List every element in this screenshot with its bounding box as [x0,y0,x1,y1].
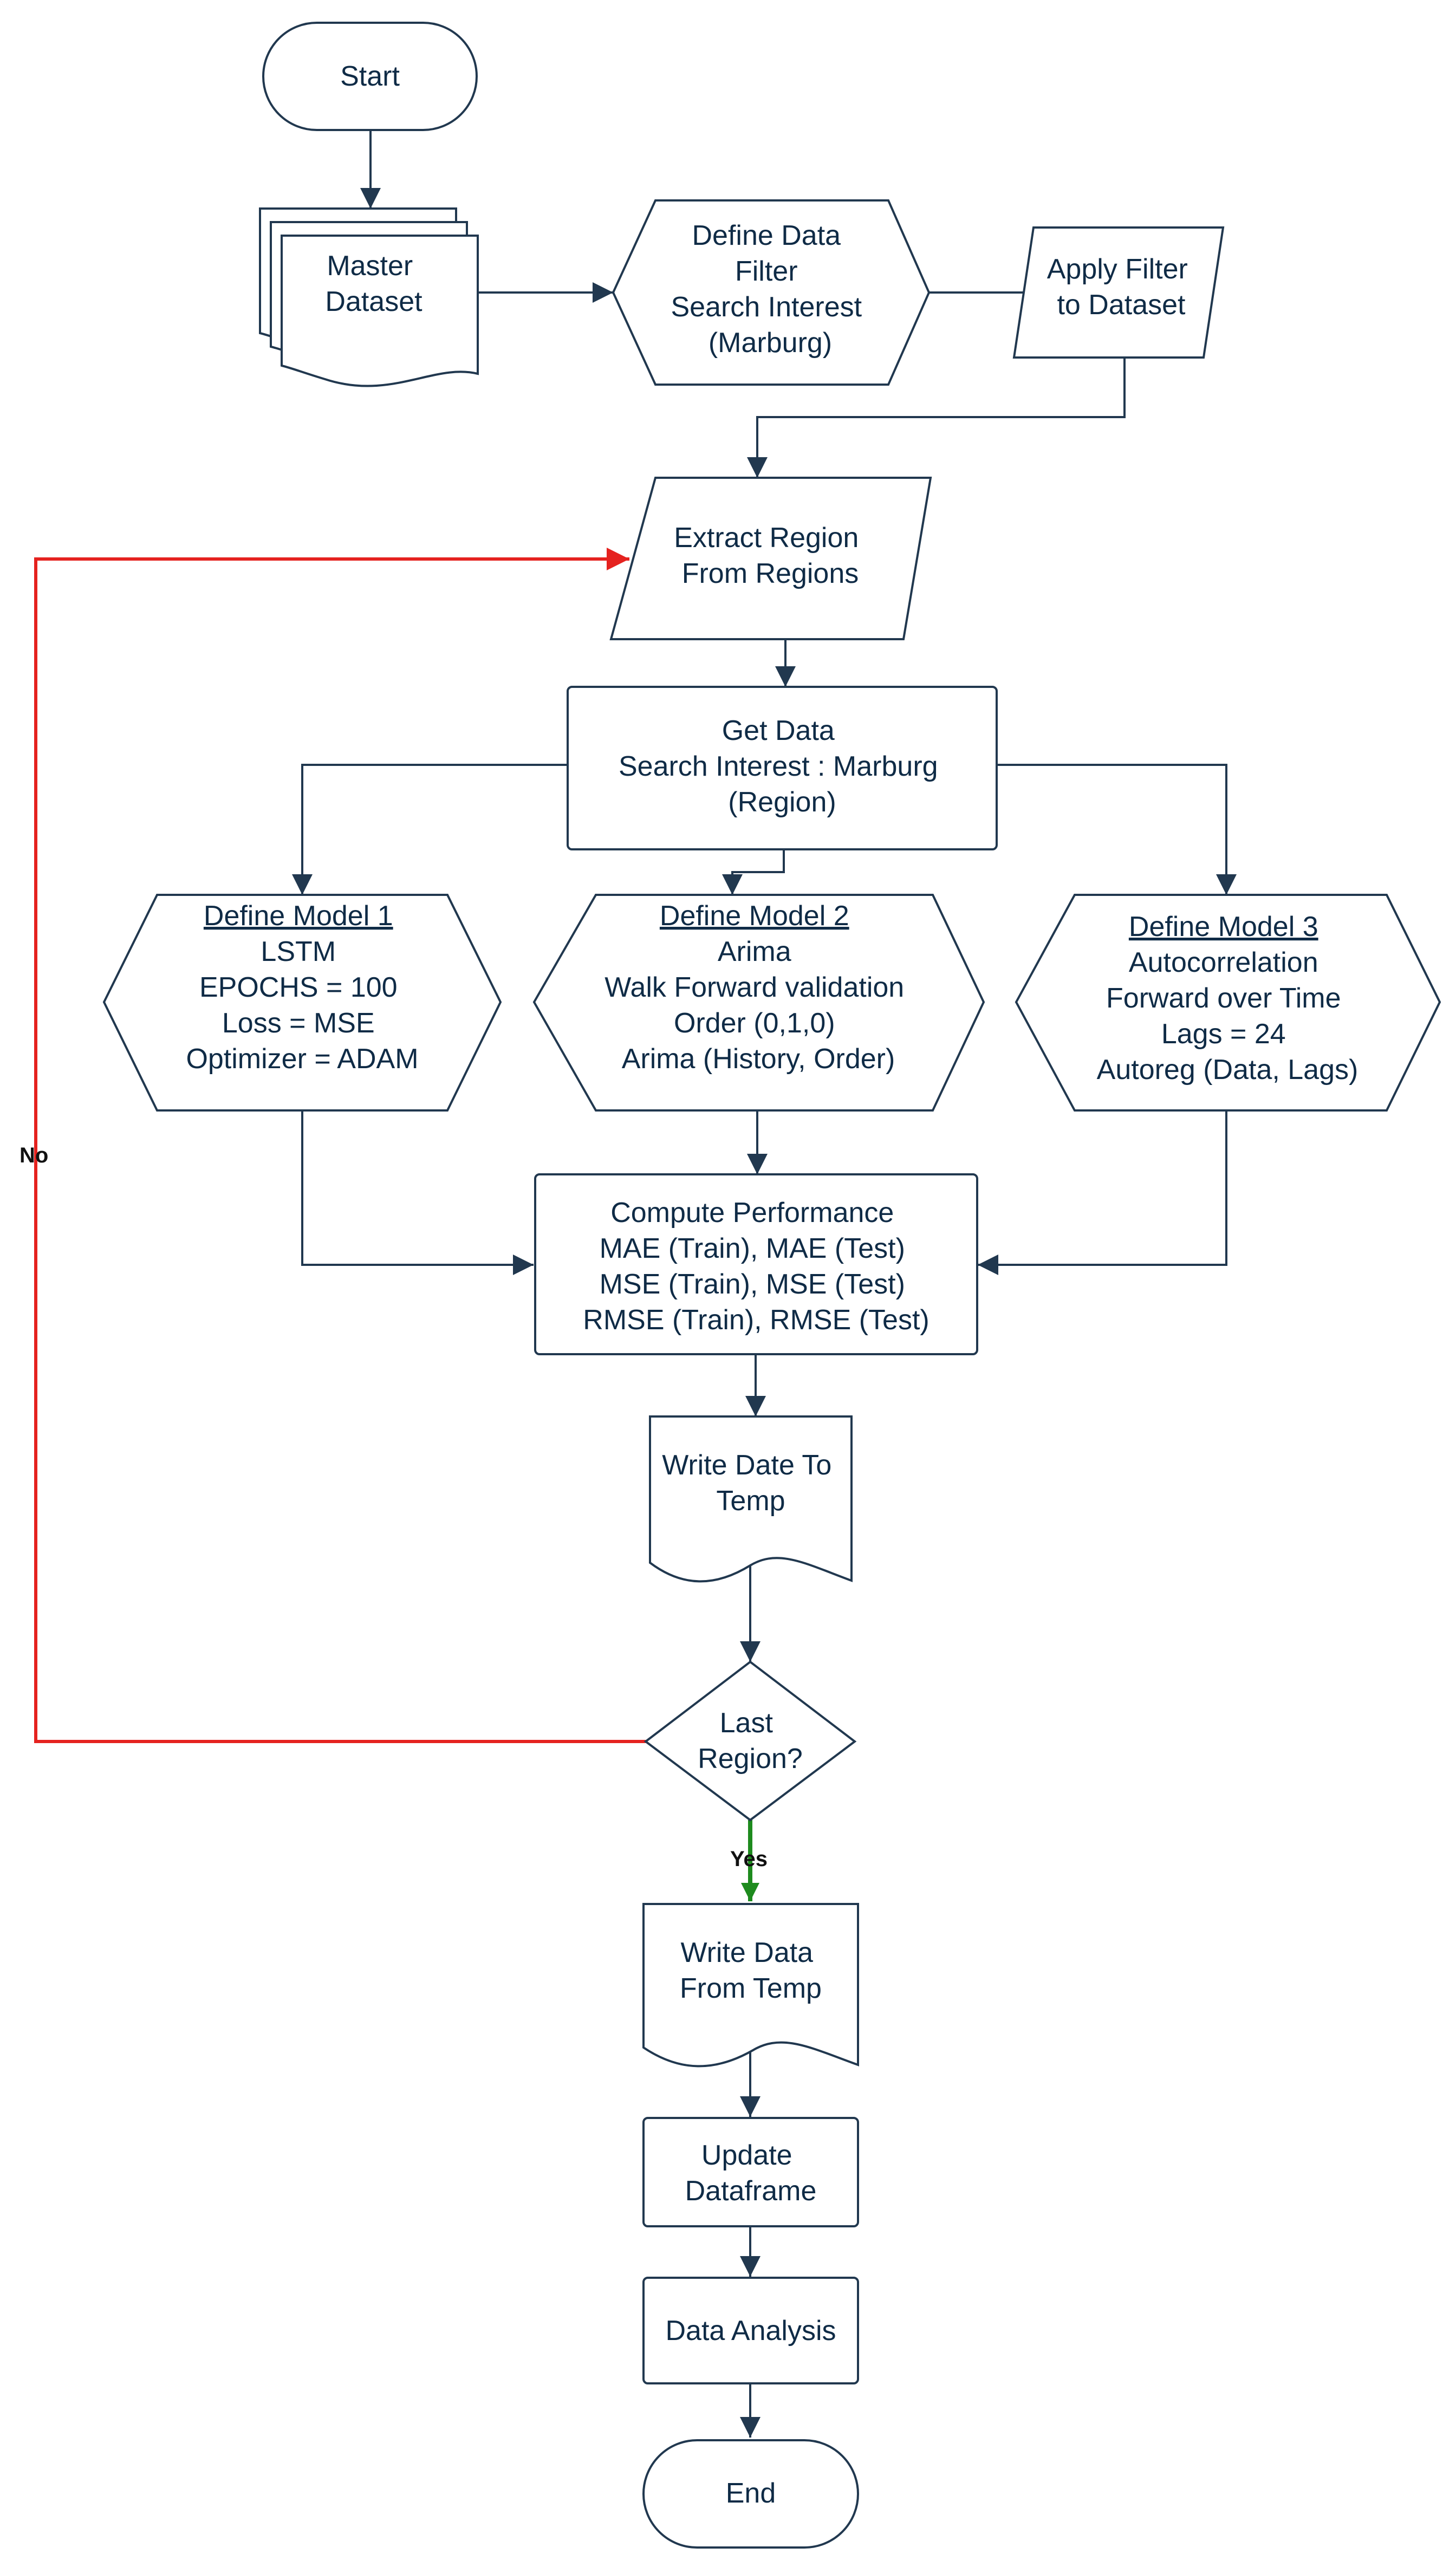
define-model-1-node: Define Model 1 LSTM EPOCHS = 100 Loss = … [102,894,502,1112]
start-terminal: Start [262,22,478,131]
last-region-decision: Last Region? [644,1660,857,1822]
data-analysis-node: Data Analysis [642,2277,859,2384]
write-from-temp-node: Write Data From Temp [642,1903,859,2068]
yes-edge-label: Yes [730,1847,768,1871]
model-1-label: Define Model 1 LSTM EPOCHS = 100 Loss = … [186,900,418,1075]
define-filter-label: Define Data Filter Search Interest (Marb… [671,220,869,359]
edge-apply-to-extract [747,358,1126,478]
get-data-node: Get Data Search Interest : Marburg (Regi… [567,686,998,850]
update-dataframe-label: Update Dataframe [685,2140,817,2207]
model-2-label: Define Model 2 Arima Walk Forward valida… [604,900,912,1075]
get-data-label: Get Data Search Interest : Marburg (Regi… [619,715,946,818]
compute-performance-node: Compute Performance MAE (Train), MAE (Te… [534,1173,978,1355]
end-terminal: End [642,2439,859,2549]
no-edge-label: No [20,1143,48,1167]
master-dataset-node: Master Dataset [259,207,479,387]
edge-model3-to-compute [978,1110,1227,1275]
edge-getdata-to-model3 [997,764,1237,895]
define-model-2-node: Define Model 2 Arima Walk Forward valida… [532,894,985,1112]
define-filter-node: Define Data Filter Search Interest (Marb… [612,199,931,386]
write-temp-label: Write Date To Temp [662,1450,840,1517]
start-label: Start [340,61,400,92]
data-analysis-label: Data Analysis [665,2315,836,2347]
compute-performance-label: Compute Performance MAE (Train), MAE (Te… [583,1197,929,1336]
end-label: End [726,2478,776,2509]
extract-region-label: Extract Region From Regions [674,522,867,589]
edge-no-loop [34,548,646,1743]
model-3-label: Define Model 3 Autocorrelation Forward o… [1097,911,1358,1086]
master-dataset-label: Master Dataset [325,250,422,317]
edge-getdata-to-model1 [292,764,568,895]
define-model-3-node: Define Model 3 Autocorrelation Forward o… [1015,894,1441,1112]
update-dataframe-node: Update Dataframe [642,2117,859,2227]
apply-filter-node: Apply Filter to Dataset [1012,226,1225,359]
last-region-label: Last Region? [698,1707,803,1775]
write-temp-node: Write Date To Temp [649,1415,853,1583]
extract-region-node: Extract Region From Regions [609,477,932,640]
apply-filter-label: Apply Filter to Dataset [1047,254,1196,321]
edge-model1-to-compute [301,1110,534,1275]
edge-getdata-to-model2 [722,849,785,895]
edges [34,130,1237,2438]
write-from-temp-label: Write Data From Temp [680,1937,822,2004]
